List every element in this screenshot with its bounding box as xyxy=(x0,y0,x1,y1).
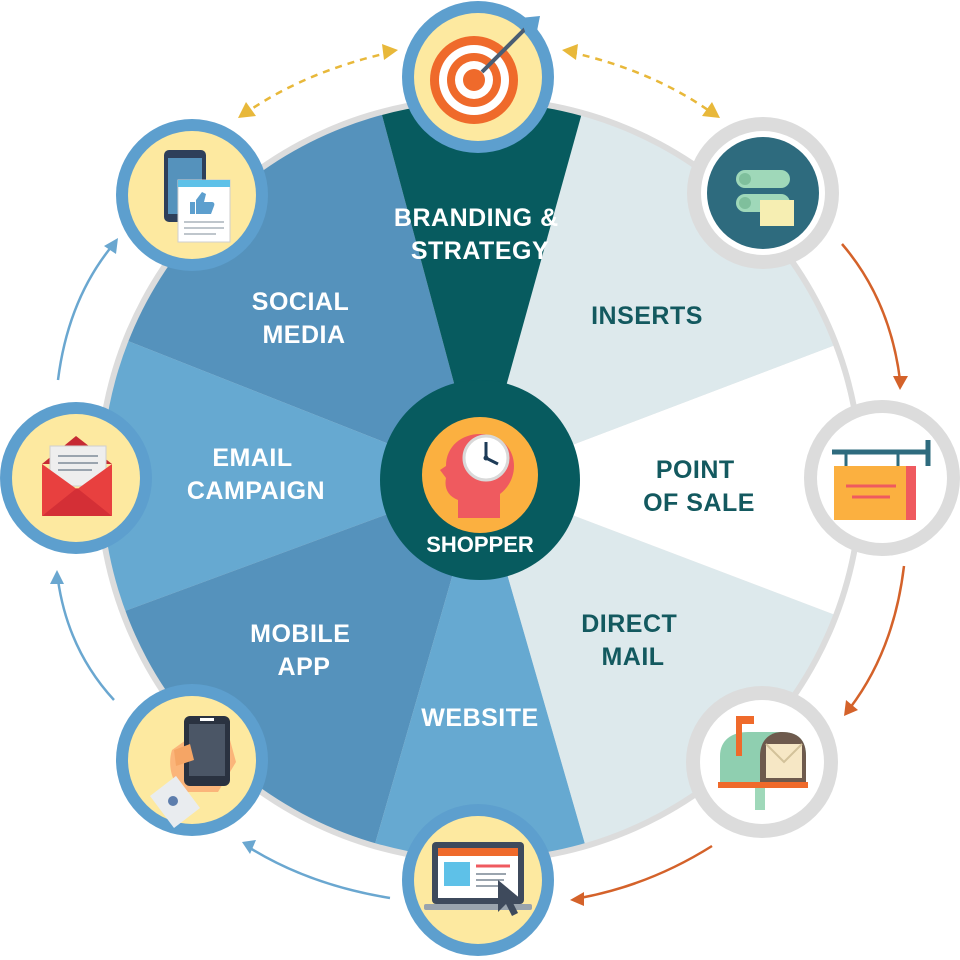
arrow-mobile-to-email xyxy=(56,579,115,701)
wedge-inserts xyxy=(480,102,858,480)
arrowhead-social xyxy=(238,102,256,118)
wedge-mobile xyxy=(102,480,480,858)
arrowhead-pos xyxy=(893,376,908,390)
hub-label: SHOPPER xyxy=(426,532,534,557)
arrowhead-branding-right xyxy=(562,44,578,60)
shopper-hub: SHOPPER xyxy=(380,380,580,580)
node-inserts xyxy=(687,117,839,269)
arrow-pos-to-mail xyxy=(849,565,906,709)
arrowhead-mail xyxy=(844,700,858,716)
node-branding xyxy=(402,1,554,153)
envelope-icon xyxy=(42,436,112,516)
node-email xyxy=(0,402,152,554)
arrowhead-inserts xyxy=(702,102,720,118)
arrow-branding-to-social xyxy=(249,50,393,112)
wedge-social xyxy=(102,102,480,480)
arrowhead-branding-left xyxy=(382,44,398,60)
hanging-sign-icon xyxy=(832,440,931,520)
wedge-email xyxy=(102,328,480,622)
arrow-email-to-social xyxy=(56,245,113,381)
target-icon xyxy=(430,16,540,124)
rolled-paper-icon xyxy=(736,170,794,226)
wedge-website xyxy=(330,480,630,858)
node-website xyxy=(402,804,554,956)
label-website: WEBSITE xyxy=(421,704,538,732)
arrowhead-mobile xyxy=(242,840,256,854)
mailbox-icon xyxy=(718,716,808,810)
node-social xyxy=(116,119,268,271)
label-branding: BRANDING & STRATEGY xyxy=(394,204,566,265)
wedge-group xyxy=(102,102,858,858)
arrow-mail-to-website xyxy=(579,844,713,900)
head-clock-icon xyxy=(440,434,514,518)
arrowhead-social-blue xyxy=(104,238,118,254)
label-email-campaign: EMAIL CAMPAIGN xyxy=(187,444,325,505)
arrowhead-website xyxy=(570,892,584,906)
arrow-inserts-to-pos xyxy=(841,243,902,381)
arrow-branding-to-inserts xyxy=(569,50,709,112)
laptop-cursor-icon xyxy=(424,842,532,916)
wedge-pos xyxy=(480,328,858,632)
label-mobile-app: MOBILE APP xyxy=(250,620,358,681)
wedge-mail xyxy=(480,480,858,858)
hand-phone-icon xyxy=(150,716,236,828)
node-mail xyxy=(686,686,838,838)
label-pos: POINT OF SALE xyxy=(643,456,755,517)
cycle-arrows xyxy=(50,44,908,906)
label-social-media: SOCIAL MEDIA xyxy=(252,288,356,349)
node-pos xyxy=(804,400,960,556)
label-direct-mail: DIRECT MAIL xyxy=(581,610,685,671)
arrowhead-email xyxy=(50,570,64,584)
wedge-branding xyxy=(335,102,630,480)
phone-like-icon xyxy=(164,150,231,243)
arrow-website-to-mobile xyxy=(249,846,391,900)
label-inserts: INSERTS xyxy=(591,302,703,330)
node-mobile xyxy=(116,684,268,836)
